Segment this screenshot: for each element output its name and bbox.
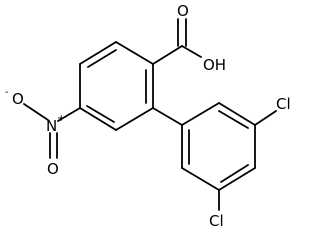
chloro-substituents: Cl Cl [209,95,291,230]
chemical-structure: O OH N + O - O Cl Cl [5,2,291,230]
hydroxyl-label: OH [203,56,226,74]
nitro-nitrogen-label: N [46,117,57,135]
nitro-oxygen-single-label: O [12,90,24,108]
ring2-bond [218,102,256,126]
nitro-group: N + O - O [5,87,81,178]
ring2-inner-double-bond [218,110,249,129]
ring1-inner-double-bond [86,105,115,123]
nitro-oxygen-double-label: O [47,160,59,178]
biaryl-bond [152,107,183,126]
dichlorophenyl-ring [181,102,256,191]
carboxyl-c-bond [152,45,183,65]
ring2-bond [181,167,220,191]
ring1-bond [115,41,154,65]
nitro-n-o-single-bond [23,103,49,121]
chloro-upper-label: Cl [276,95,291,113]
nitro-minus-charge: - [5,87,9,98]
ring2-bond [181,102,220,126]
carboxylic-acid-group: O OH [152,2,226,74]
ring2-inner-double-bond [220,164,249,183]
benzoic-acid-ring [79,41,154,131]
ring2-bond [218,167,256,191]
ring1-bond [79,107,117,131]
hydroxyl-bond [181,45,202,58]
chloro-upper-bond [254,110,277,126]
chloro-lower-label: Cl [209,212,224,230]
nitro-plus-charge: + [57,113,65,124]
ring1-bond [115,107,154,131]
ring1-inner-double-bond [87,49,117,68]
nitro-n-bond [57,107,81,122]
carboxyl-oxygen-label: O [177,2,189,20]
ring1-bond [79,41,117,65]
